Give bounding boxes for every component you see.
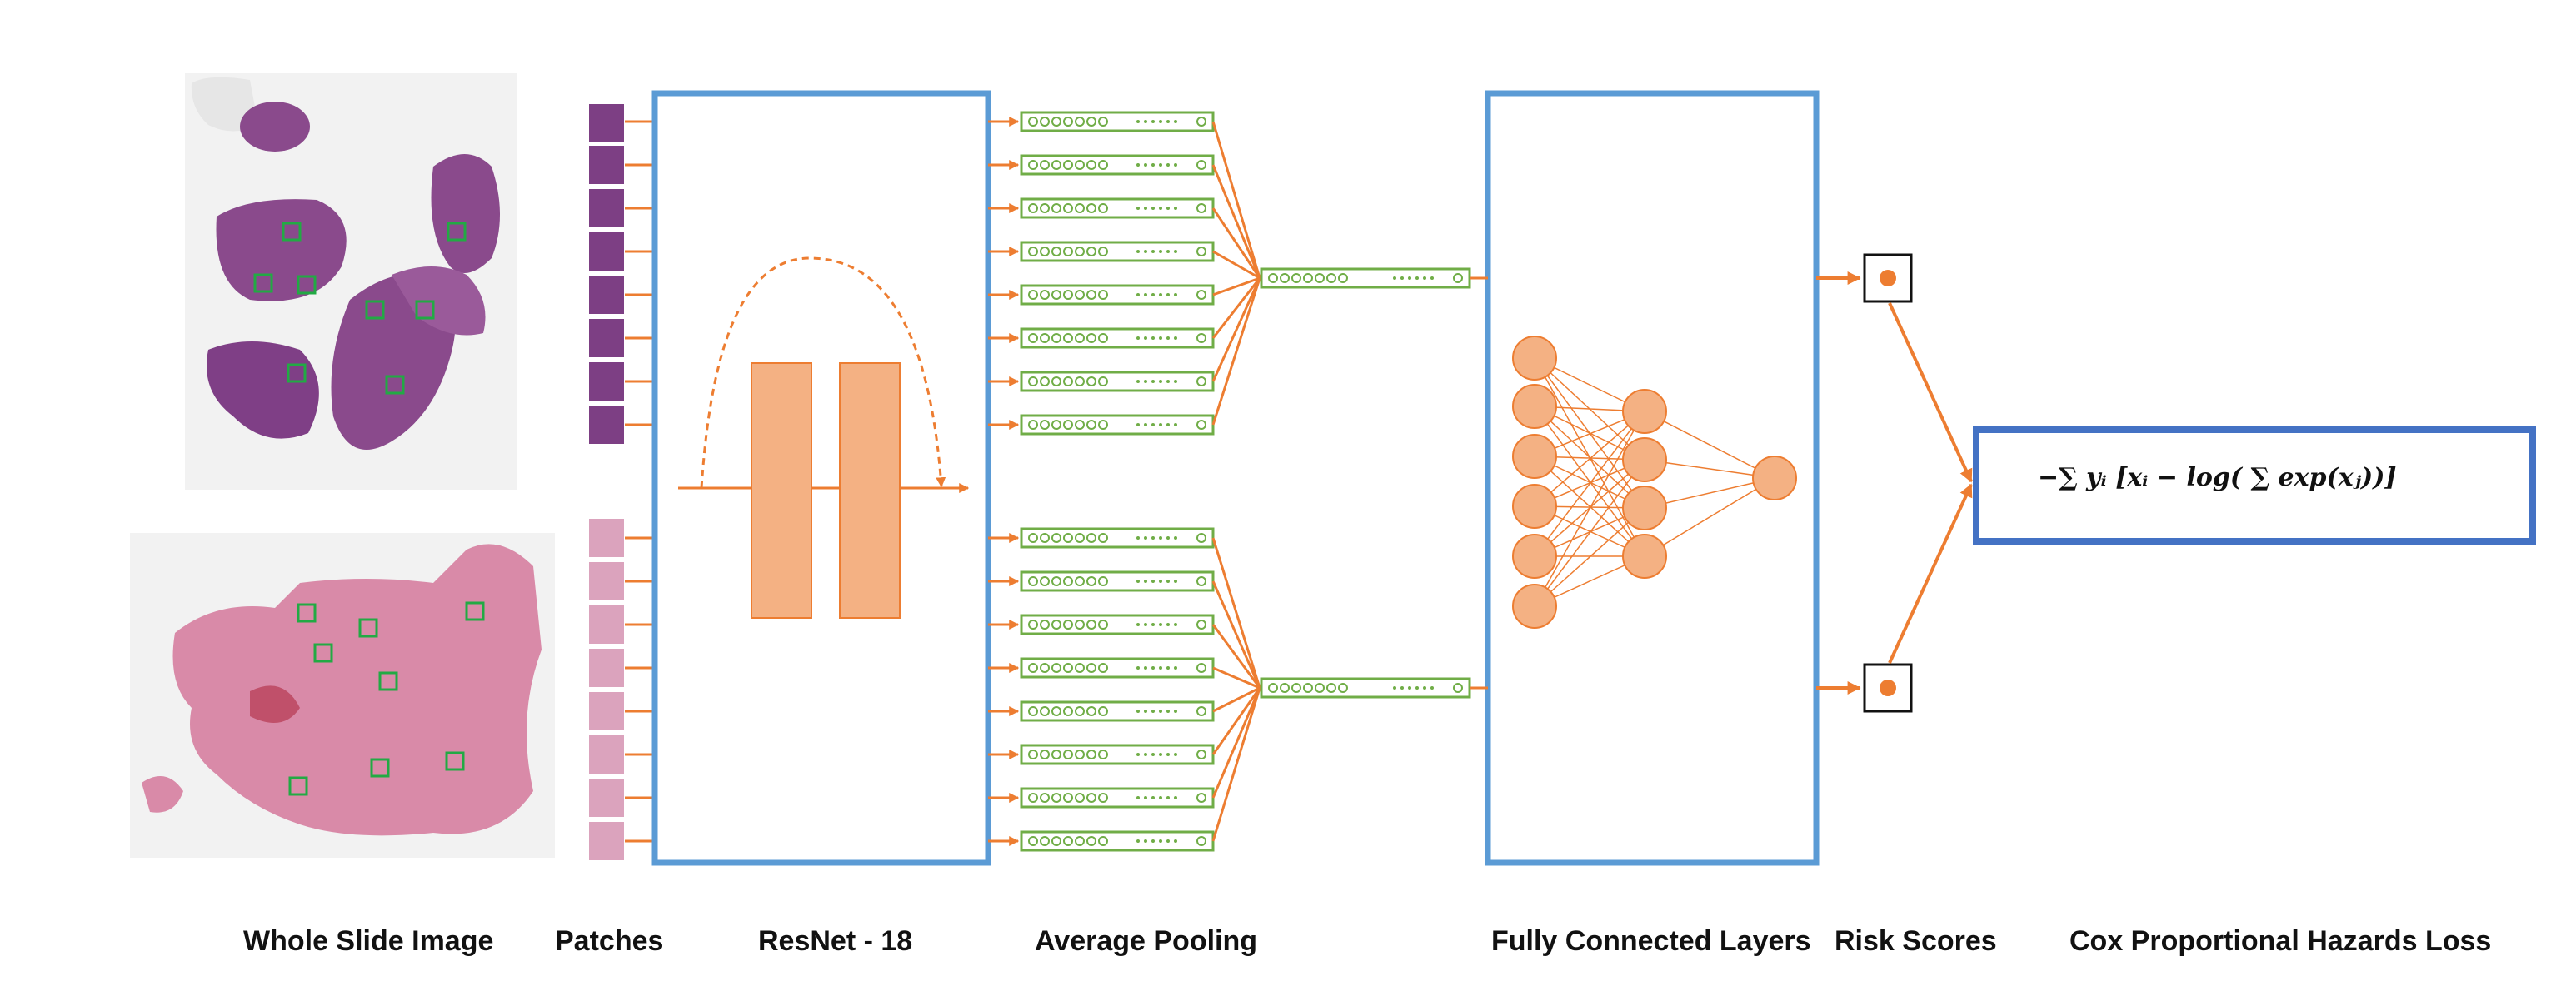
feature-vector	[1020, 700, 1215, 722]
pooling-edge	[1211, 277, 1261, 382]
feature-vector	[1020, 830, 1215, 852]
feature-vector	[1020, 154, 1215, 176]
feature-vector	[1020, 614, 1215, 635]
whole-slide-image-top	[185, 73, 517, 490]
patch-markers-top	[253, 222, 467, 395]
feature-vector	[1020, 657, 1215, 679]
pooling-edge	[1211, 580, 1261, 689]
fc-edge	[1644, 411, 1775, 479]
feature-vector	[1020, 414, 1215, 436]
caption-patches: Patches	[555, 925, 664, 957]
pooling-edge	[1211, 164, 1261, 279]
fc-neuron	[1622, 389, 1667, 434]
caption-fully-connected-layers: Fully Connected Layers	[1491, 925, 1811, 957]
fc-neuron	[1512, 484, 1557, 529]
caption-risk-scores: Risk Scores	[1835, 925, 1997, 957]
pooling-edge	[1211, 277, 1261, 339]
patch-markers-bottom	[288, 601, 485, 796]
feature-vector	[1020, 327, 1215, 349]
risk-scores	[1816, 253, 1973, 713]
caption-resnet: ResNet - 18	[758, 925, 913, 957]
pooling-edge	[1212, 686, 1261, 713]
feature-vector	[1020, 744, 1215, 765]
fc-network	[1512, 336, 1797, 629]
feature-vector	[1020, 284, 1215, 306]
pooling-edge	[1211, 624, 1261, 689]
pooled-vector-top	[1260, 267, 1471, 289]
caption-average-pooling: Average Pooling	[1035, 925, 1258, 957]
fc-neuron	[1622, 486, 1667, 530]
fc-edge	[1644, 477, 1775, 557]
feature-vector	[1020, 787, 1215, 809]
fully-connected-block	[1485, 90, 1820, 866]
pooling-edge	[1212, 666, 1261, 690]
fc-edge	[1534, 459, 1645, 607]
pooling-edge	[1211, 687, 1261, 799]
fc-neuron	[1512, 336, 1557, 381]
pooled-vectors	[1260, 267, 1471, 699]
whole-slide-image-bottom	[130, 533, 555, 858]
fc-neuron	[1622, 534, 1667, 579]
pooling-edge	[1211, 277, 1261, 426]
feature-vectors	[988, 111, 1261, 852]
fc-neuron	[1512, 584, 1557, 629]
patch-connectors	[625, 120, 655, 843]
caption-whole-slide-image: Whole Slide Image	[243, 925, 494, 957]
fc-neuron	[1512, 434, 1557, 479]
fc-edge	[1534, 411, 1645, 557]
loss-formula: −∑ yᵢ [xᵢ − log( ∑ exp(xⱼ))]	[2038, 463, 2397, 492]
pooling-edge	[1212, 250, 1261, 280]
feature-vector	[1020, 111, 1215, 132]
patch-column	[587, 102, 626, 862]
fc-edge	[1534, 406, 1645, 557]
fc-edge	[1534, 507, 1645, 607]
pooling-edge	[1211, 121, 1261, 279]
fc-neuron	[1622, 437, 1667, 482]
fc-neuron	[1512, 384, 1557, 429]
fc-neuron	[1752, 456, 1797, 500]
pooling-edge	[1211, 537, 1261, 689]
loss-formula-box: −∑ yᵢ [xᵢ − log( ∑ exp(xⱼ))]	[1973, 426, 2536, 545]
resnet-layer-2	[839, 362, 901, 619]
feature-vector	[1020, 570, 1215, 592]
fc-neuron	[1512, 534, 1557, 579]
feature-vector	[1020, 371, 1215, 392]
fc-edge	[1534, 411, 1645, 607]
fc-edge	[1534, 411, 1645, 507]
caption-cox-loss: Cox Proportional Hazards Loss	[2069, 925, 2492, 957]
pooled-vector-bottom	[1260, 677, 1471, 699]
pooling-edge	[1211, 687, 1261, 755]
feature-vector	[1020, 241, 1215, 262]
feature-vector	[1020, 197, 1215, 219]
resnet-layer-1	[751, 362, 812, 619]
pooling-edge	[1211, 687, 1261, 842]
fc-edge	[1534, 406, 1645, 509]
pooling-edge	[1212, 276, 1261, 296]
feature-vector	[1020, 527, 1215, 549]
pooling-edge	[1211, 207, 1261, 279]
fc-edge	[1534, 456, 1645, 557]
resnet-block	[651, 90, 991, 866]
